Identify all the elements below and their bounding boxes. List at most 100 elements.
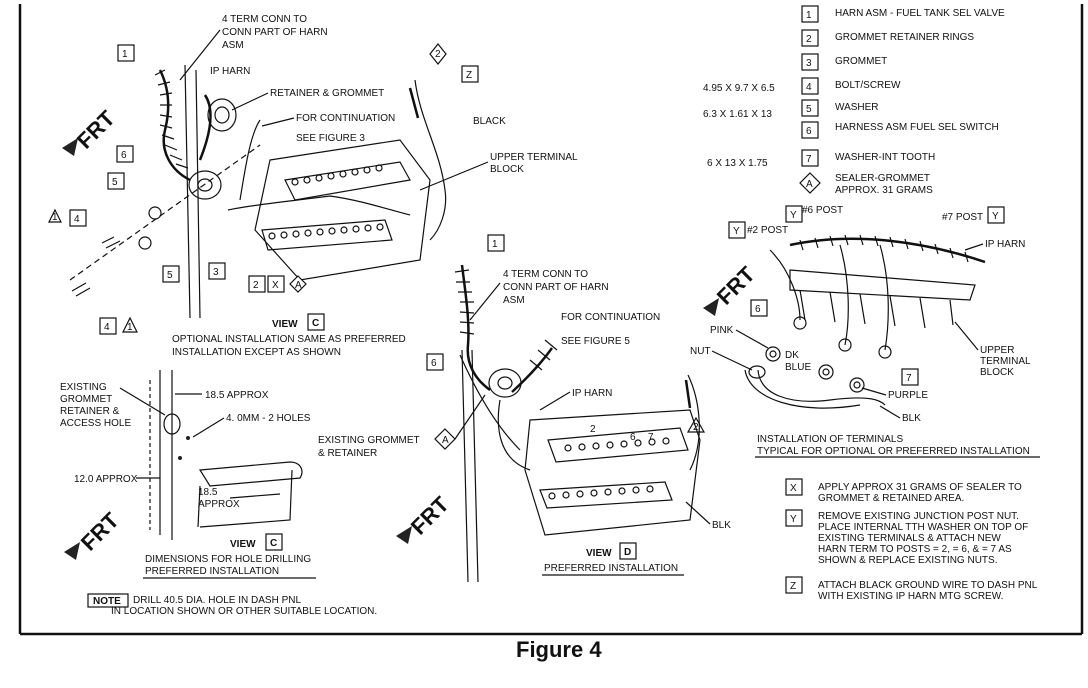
access-hole	[163, 413, 181, 435]
svg-text:WITH EXISTING IP HARN MTG SCRE: WITH EXISTING IP HARN MTG SCREW.	[818, 591, 1003, 602]
holes-label: 4. 0MM - 2 HOLES	[226, 413, 311, 424]
grommet	[188, 170, 222, 200]
ring-terminal-1	[765, 346, 781, 362]
note-tag	[87, 593, 129, 608]
svg-text:1: 1	[127, 322, 133, 333]
callout-4b	[99, 317, 117, 335]
legend-item-1: 1 HARN ASM - FUEL TANK SEL VALVE	[801, 5, 1005, 23]
view-d-posts-top	[564, 437, 670, 452]
post-7: 7	[648, 432, 654, 443]
svg-text:C: C	[270, 538, 277, 549]
svg-text:Y: Y	[733, 226, 740, 237]
view-d-existing: EXISTING GROMMET	[318, 435, 420, 446]
svg-text:ASM: ASM	[503, 295, 525, 306]
note-z: Z ATTACH BLACK GROUND WIRE TO DASH PNL W…	[785, 576, 1038, 602]
dim-12-approx: 12.0 APPROX	[74, 474, 138, 485]
retainer-label: RETAINER & GROMMET	[270, 88, 384, 99]
svg-text:TYPICAL FOR OPTIONAL OR PREFER: TYPICAL FOR OPTIONAL OR PREFERRED INSTAL…	[757, 446, 1030, 457]
svg-text:BLOCK: BLOCK	[490, 164, 524, 175]
svg-text:GROMMET: GROMMET	[60, 394, 112, 405]
view-c-note: OPTIONAL INSTALLATION SAME AS PREFERRED	[172, 334, 406, 345]
ip-harn-label: IP HARN	[210, 66, 250, 77]
callout-6	[116, 145, 134, 163]
svg-text:1: 1	[122, 49, 128, 60]
dk-blue-label: DK	[785, 350, 799, 361]
svg-text:HARNESS ASM FUEL SEL SWITCH: HARNESS ASM FUEL SEL SWITCH	[835, 122, 999, 133]
svg-text:A: A	[295, 280, 302, 291]
view-d-posts-bottom	[548, 485, 654, 500]
svg-text:A: A	[442, 435, 449, 446]
svg-text:Y: Y	[992, 211, 999, 222]
pink-label: PINK	[710, 325, 734, 336]
callout-z	[461, 65, 479, 83]
svg-text:EXISTING TERMINALS & ATTACH NE: EXISTING TERMINALS & ATTACH NEW	[818, 533, 1001, 544]
notes: X APPLY APPROX 31 GRAMS OF SEALER TO GRO…	[785, 478, 1038, 602]
view-c-label: VIEW	[272, 319, 298, 330]
callout-4	[69, 209, 87, 227]
callout-1	[117, 44, 135, 62]
svg-text:SEE FIGURE 3: SEE FIGURE 3	[296, 133, 365, 144]
dim-1: 4.95 X 9.7 X 6.5	[703, 83, 775, 94]
svg-text:GROMMET RETAINER RINGS: GROMMET RETAINER RINGS	[835, 32, 974, 43]
hole-view-caption: DIMENSIONS FOR HOLE DRILLING	[145, 554, 311, 565]
view-d-ip-harn: IP HARN	[572, 388, 612, 399]
view-d-continuation: FOR CONTINUATION	[561, 312, 660, 323]
terminals-ip-harn: IP HARN	[985, 239, 1025, 250]
frt-arrow-1: FRT	[62, 105, 120, 156]
svg-text:BLOCK: BLOCK	[980, 367, 1014, 378]
svg-text:SEALER-GROMMET: SEALER-GROMMET	[835, 173, 930, 184]
dim-2: 6.3 X 1.61 X 13	[703, 109, 772, 120]
svg-text:6: 6	[806, 126, 812, 137]
dim-18-5: 18.5	[198, 487, 218, 498]
svg-text:6: 6	[121, 150, 127, 161]
svg-text:1: 1	[806, 10, 812, 21]
legend-item-2: 2 GROMMET RETAINER RINGS	[801, 29, 974, 47]
svg-text:3: 3	[806, 58, 812, 69]
svg-text:A: A	[806, 179, 813, 190]
callout-5b	[162, 265, 180, 283]
svg-text:HARN TERM TO POSTS = 2, = 6, &: HARN TERM TO POSTS = 2, = 6, & = 7 AS	[818, 544, 1012, 555]
svg-text:5: 5	[806, 104, 812, 115]
nut	[748, 365, 766, 379]
terminals-upper-label: UPPER	[980, 345, 1014, 356]
terminal-block-outline	[254, 139, 431, 281]
nut-label: NUT	[690, 346, 711, 357]
note-y: Y REMOVE EXISTING JUNCTION POST NUT. PLA…	[785, 509, 1028, 566]
callout-3	[208, 262, 226, 280]
hole-view-label: VIEW	[230, 539, 256, 550]
legend: 1 HARN ASM - FUEL TANK SEL VALVE 2 GROMM…	[703, 5, 1005, 196]
callout-6-d	[426, 353, 444, 371]
svg-text:7: 7	[806, 154, 812, 165]
svg-text:ACCESS HOLE: ACCESS HOLE	[60, 418, 131, 429]
svg-text:D: D	[624, 547, 631, 558]
svg-text:IN LOCATION SHOWN OR OTHER SUI: IN LOCATION SHOWN OR OTHER SUITABLE LOCA…	[111, 606, 377, 617]
post6-label: #6 POST	[802, 205, 843, 216]
post-6: 6	[630, 432, 636, 443]
svg-text:1: 1	[52, 212, 58, 223]
svg-text:& RETAINER: & RETAINER	[318, 448, 377, 459]
black-label: BLACK	[473, 116, 506, 127]
harness-line	[158, 69, 191, 182]
view-d-blk: BLK	[712, 520, 731, 531]
legend-item-4: 4 BOLT/SCREW	[801, 77, 901, 95]
arrow-icon	[64, 542, 80, 560]
svg-text:Z: Z	[466, 70, 472, 81]
legend-item-a: A SEALER-GROMMET APPROX. 31 GRAMS	[799, 172, 933, 196]
view-d-grommet	[488, 368, 522, 398]
svg-text:BOLT/SCREW: BOLT/SCREW	[835, 80, 901, 91]
figure-caption: Figure 4	[516, 637, 602, 662]
terminals-block	[789, 269, 976, 301]
legend-item-6: 6 HARNESS ASM FUEL SEL SWITCH	[801, 121, 999, 139]
terminals-blk: BLK	[902, 413, 921, 424]
callout-tri-1	[48, 208, 62, 223]
svg-text:PREFERRED INSTALLATION: PREFERRED INSTALLATION	[145, 566, 279, 577]
view-d-block	[524, 409, 701, 536]
legend-item-5: 5 WASHER	[801, 99, 879, 117]
svg-text:2: 2	[806, 34, 812, 45]
callout-6-t	[750, 299, 768, 317]
svg-text:3: 3	[213, 267, 219, 278]
continuation-label: FOR CONTINUATION	[296, 113, 395, 124]
svg-text:7: 7	[906, 373, 912, 384]
legend-sealer-sub: APPROX. 31 GRAMS	[835, 185, 933, 196]
